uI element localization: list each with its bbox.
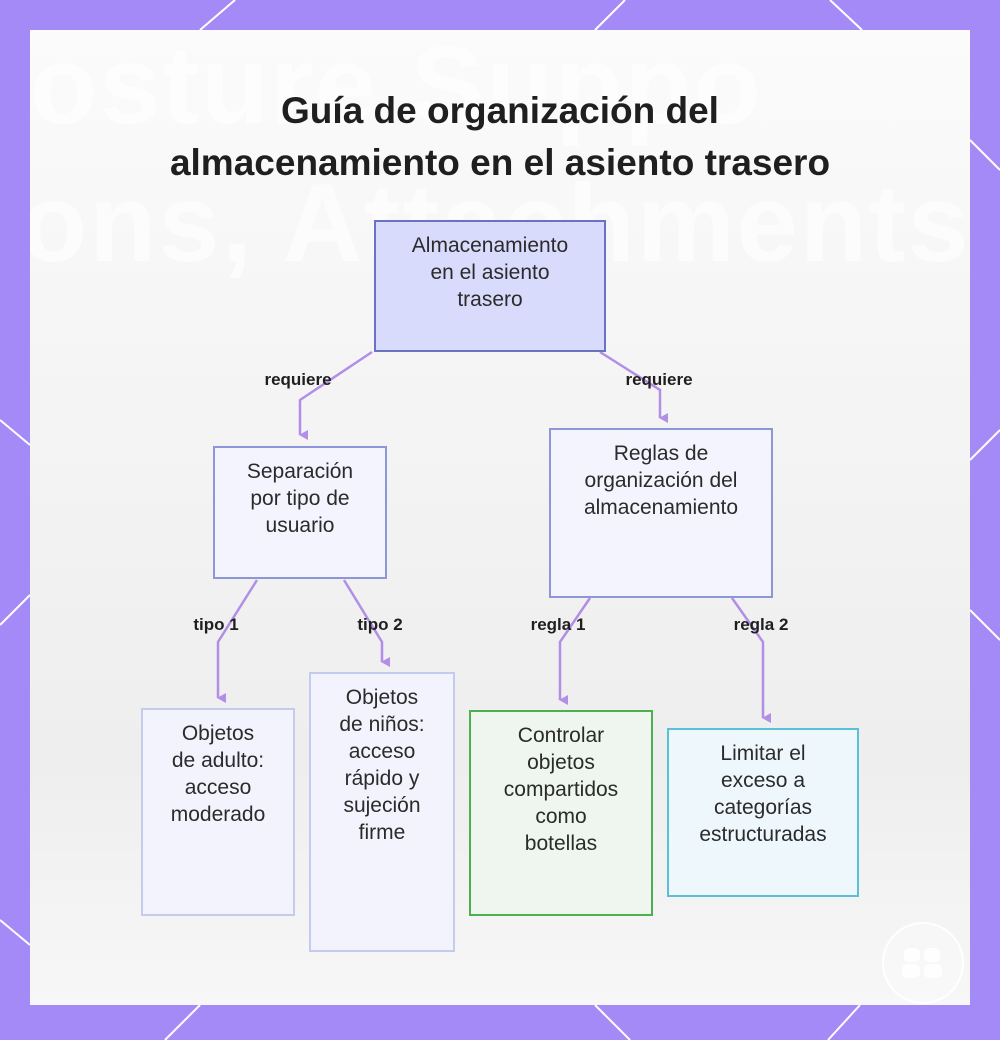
title-line-1: Guía de organización del [281, 90, 719, 131]
node-ninos: Objetos de niños: acceso rápido y sujeci… [309, 672, 455, 952]
edge-reglas-controlar [558, 597, 592, 705]
node-text: Objetos [181, 722, 255, 745]
node-limitar: Limitar el exceso a categorías estructur… [667, 728, 859, 897]
node-text: rápido y [344, 767, 420, 790]
node-text: en el asiento [430, 261, 550, 284]
node-text: usuario [265, 514, 335, 537]
node-text: de adulto: [171, 749, 265, 772]
node-text: botellas [524, 832, 598, 855]
edge-label-tipo-2: tipo 2 [357, 615, 403, 634]
node-text: estructuradas [699, 823, 827, 846]
node-text: objetos [527, 751, 595, 774]
node-text: firme [358, 821, 406, 844]
node-text: organización del [584, 469, 738, 492]
edge-root-reglas [599, 350, 668, 423]
node-text: por tipo de [250, 487, 350, 510]
brand-logo-icon [882, 922, 964, 1004]
node-controlar: Controlar objetos compartidos como botel… [469, 710, 653, 916]
title-line-2: almacenamiento en el asiento trasero [169, 142, 831, 183]
node-adulto: Objetos de adulto: acceso moderado [141, 708, 295, 916]
node-text: Objetos [345, 686, 419, 709]
edge-label-regla-2: regla 2 [733, 615, 789, 634]
node-text: de niños: [339, 713, 425, 736]
node-text: Limitar el [720, 742, 806, 765]
node-text: Reglas de [613, 442, 709, 465]
edge-reglas-limitar [730, 597, 771, 723]
node-text: sujeción [343, 794, 421, 817]
node-text: trasero [457, 288, 523, 311]
node-text: moderado [170, 803, 266, 826]
node-text: acceso [348, 740, 416, 763]
node-text: compartidos [503, 778, 619, 801]
edge-separacion-adulto [216, 579, 259, 703]
edge-label-tipo-1: tipo 1 [193, 615, 239, 634]
diagram-title: Guía de organización del almacenamiento … [30, 85, 970, 189]
diagram-card: osture Suppo ons, Attachments Guía de or… [30, 30, 970, 1005]
node-separacion: Separación por tipo de usuario [213, 446, 387, 579]
connector-lines [216, 350, 771, 723]
edge-label-requiere-left: requiere [264, 370, 332, 389]
node-text: acceso [184, 776, 252, 799]
node-text: como [535, 805, 587, 828]
node-text: Almacenamiento [411, 234, 569, 257]
node-text: Controlar [517, 724, 605, 747]
edge-root-separacion [298, 350, 373, 440]
node-text: almacenamiento [583, 496, 739, 519]
edge-label-regla-1: regla 1 [530, 615, 586, 634]
node-reglas: Reglas de organización del almacenamient… [549, 428, 773, 598]
node-text: Separación [246, 460, 354, 483]
node-text: exceso a [720, 769, 806, 792]
node-text: categorías [713, 796, 813, 819]
background-watermark: osture Suppo [30, 30, 763, 147]
edge-separacion-ninos [342, 579, 390, 667]
edge-label-requiere-right: requiere [625, 370, 693, 389]
node-root: Almacenamiento en el asiento trasero [374, 220, 606, 352]
